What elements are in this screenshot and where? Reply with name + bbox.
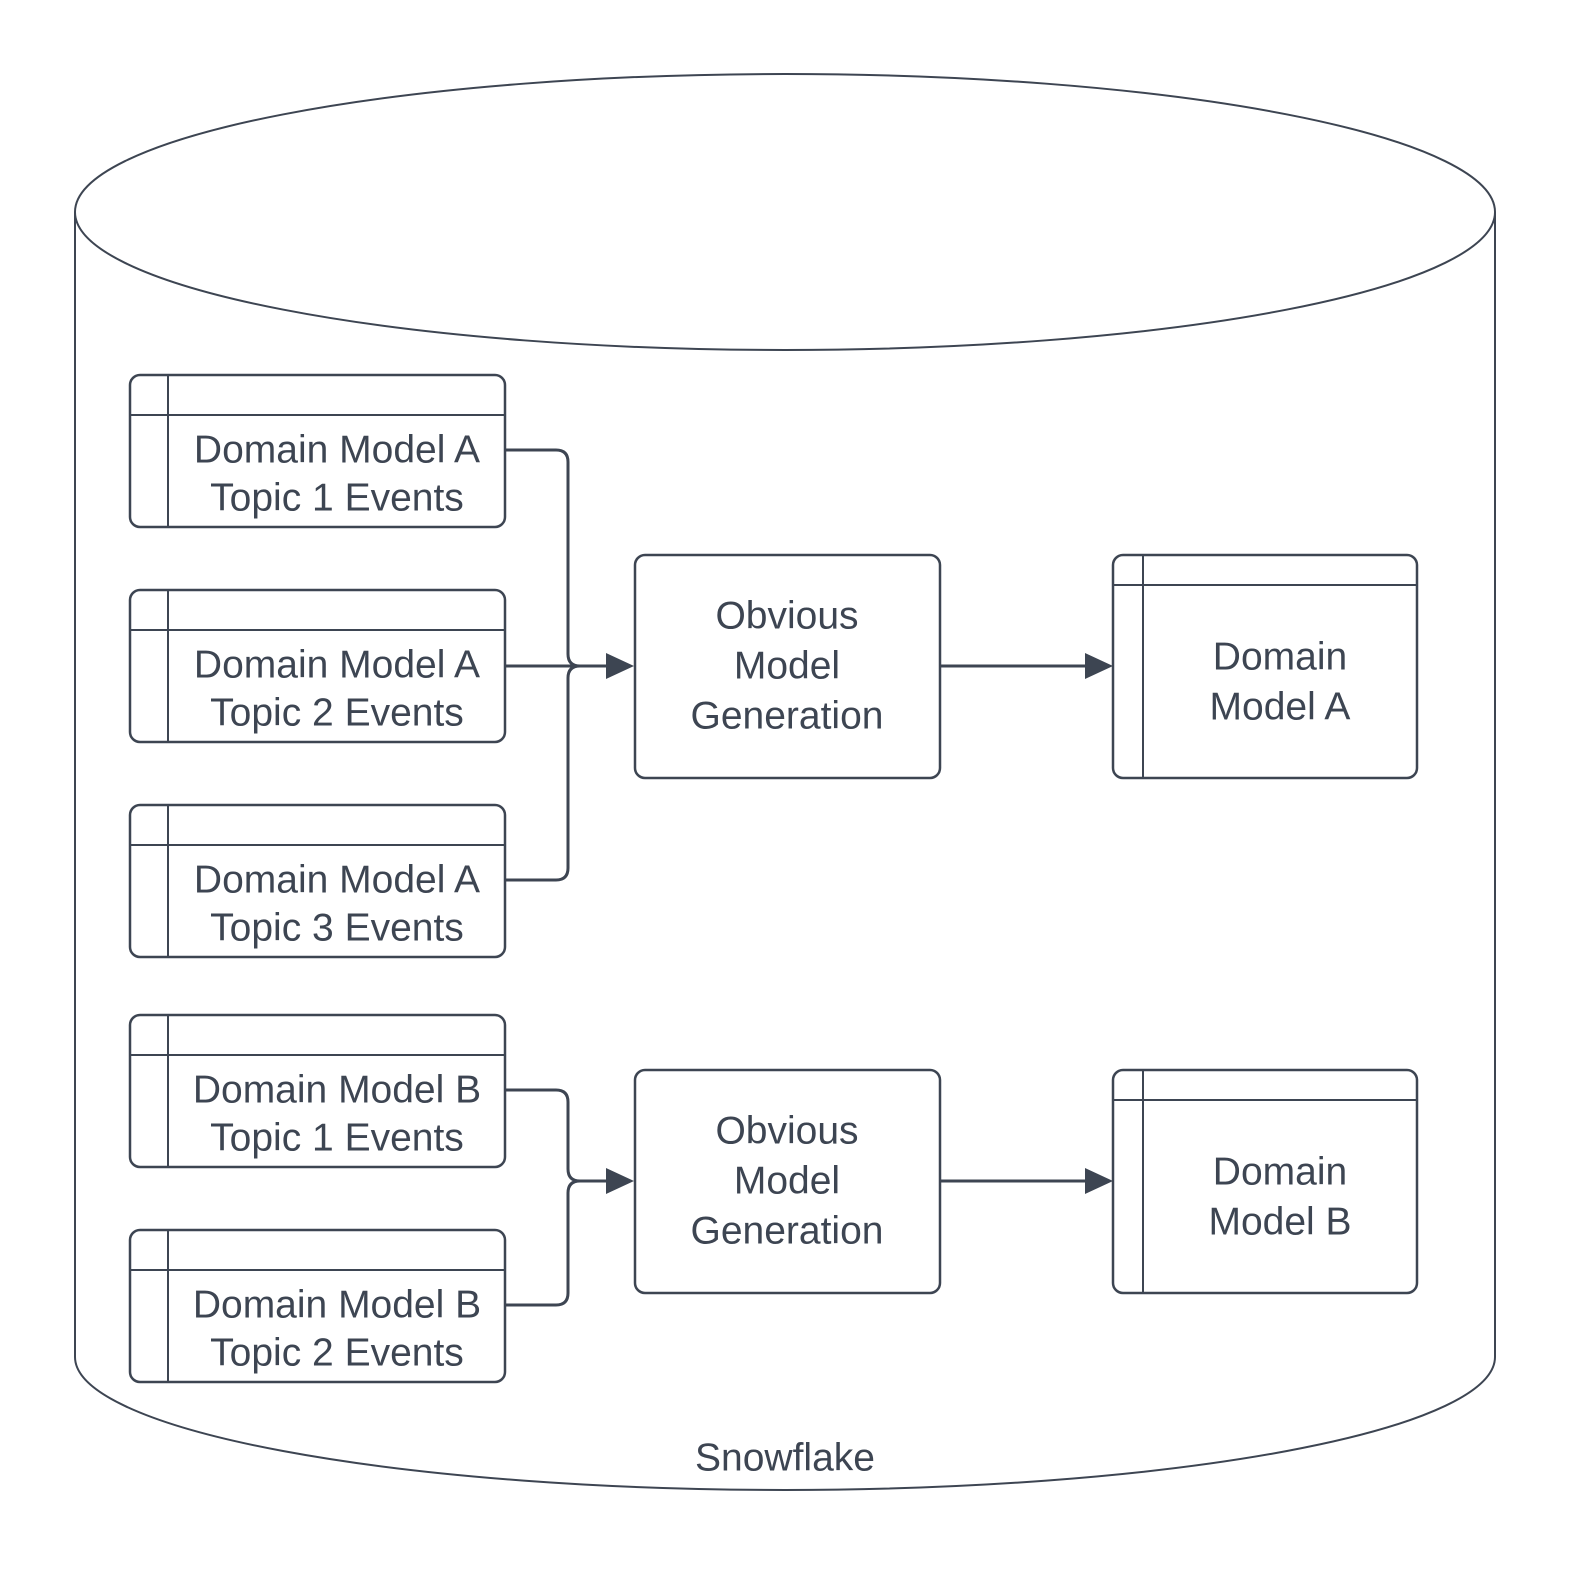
table-label-line1: Domain Model A [194, 429, 480, 472]
snowflake-cylinder [74, 73, 1496, 1491]
table-box-domain-model-b-topic-1: Domain Model B Topic 1 Events [128, 1013, 507, 1169]
arrowhead-into-generation-b [606, 1168, 634, 1194]
arrowhead-into-domain-model-a [1085, 653, 1113, 679]
table-label-line1: Domain Model B [193, 1069, 481, 1112]
cylinder-top-ellipse [74, 73, 1496, 351]
table-box-domain-model-a-topic-2: Domain Model A Topic 2 Events [128, 588, 507, 744]
process-label-line2: Model [734, 645, 840, 688]
table-box-outline [1111, 553, 1419, 780]
table-label-line2: Topic 1 Events [210, 477, 464, 520]
arrowhead-into-domain-model-b [1085, 1168, 1113, 1194]
output-label-line2: Model A [1210, 686, 1351, 729]
connector-sources-a-merge [505, 448, 634, 882]
table-label-line2: Topic 2 Events [210, 1332, 464, 1375]
connector-topic2-to-junction [505, 1179, 581, 1307]
table-label-line2: Topic 3 Events [210, 907, 464, 950]
table-label-line1: Domain Model B [193, 1284, 481, 1327]
table-box-domain-model-a-topic-3: Domain Model A Topic 3 Events [128, 803, 507, 959]
table-box-domain-model-a: Domain Model A [1111, 553, 1419, 780]
table-label-line1: Domain Model A [194, 644, 480, 687]
connector-topic3-to-junction [505, 664, 581, 882]
table-label-line2: Topic 2 Events [210, 692, 464, 735]
table-box-domain-model-b: Domain Model B [1111, 1068, 1419, 1295]
process-box-obvious-model-generation-b: Obvious Model Generation [633, 1068, 942, 1295]
table-label-line2: Topic 1 Events [210, 1117, 464, 1160]
arrow-generation-a-to-domain-model-a [940, 653, 1113, 679]
connector-topic1-to-junction [505, 1088, 608, 1183]
process-label-line1: Obvious [715, 595, 858, 638]
table-box-outline [1111, 1068, 1419, 1295]
process-box-obvious-model-generation-a: Obvious Model Generation [633, 553, 942, 780]
output-label-line1: Domain [1213, 1151, 1347, 1194]
process-label-line3: Generation [691, 695, 884, 738]
process-label-line3: Generation [691, 1210, 884, 1253]
arrowhead-into-generation-a [606, 653, 634, 679]
connector-sources-b-merge [505, 1088, 634, 1307]
process-label-line1: Obvious [715, 1110, 858, 1153]
table-box-domain-model-b-topic-2: Domain Model B Topic 2 Events [128, 1228, 507, 1384]
output-label-line2: Model B [1208, 1201, 1351, 1244]
table-label-line1: Domain Model A [194, 859, 480, 902]
cylinder-bottom-arc [74, 1356, 1496, 1491]
snowflake-label: Snowflake [695, 1437, 875, 1480]
process-label-line2: Model [734, 1160, 840, 1203]
table-box-domain-model-a-topic-1: Domain Model A Topic 1 Events [128, 373, 507, 529]
output-label-line1: Domain [1213, 636, 1347, 679]
connector-topic1-to-junction [505, 448, 608, 668]
arrow-generation-b-to-domain-model-b [940, 1168, 1113, 1194]
